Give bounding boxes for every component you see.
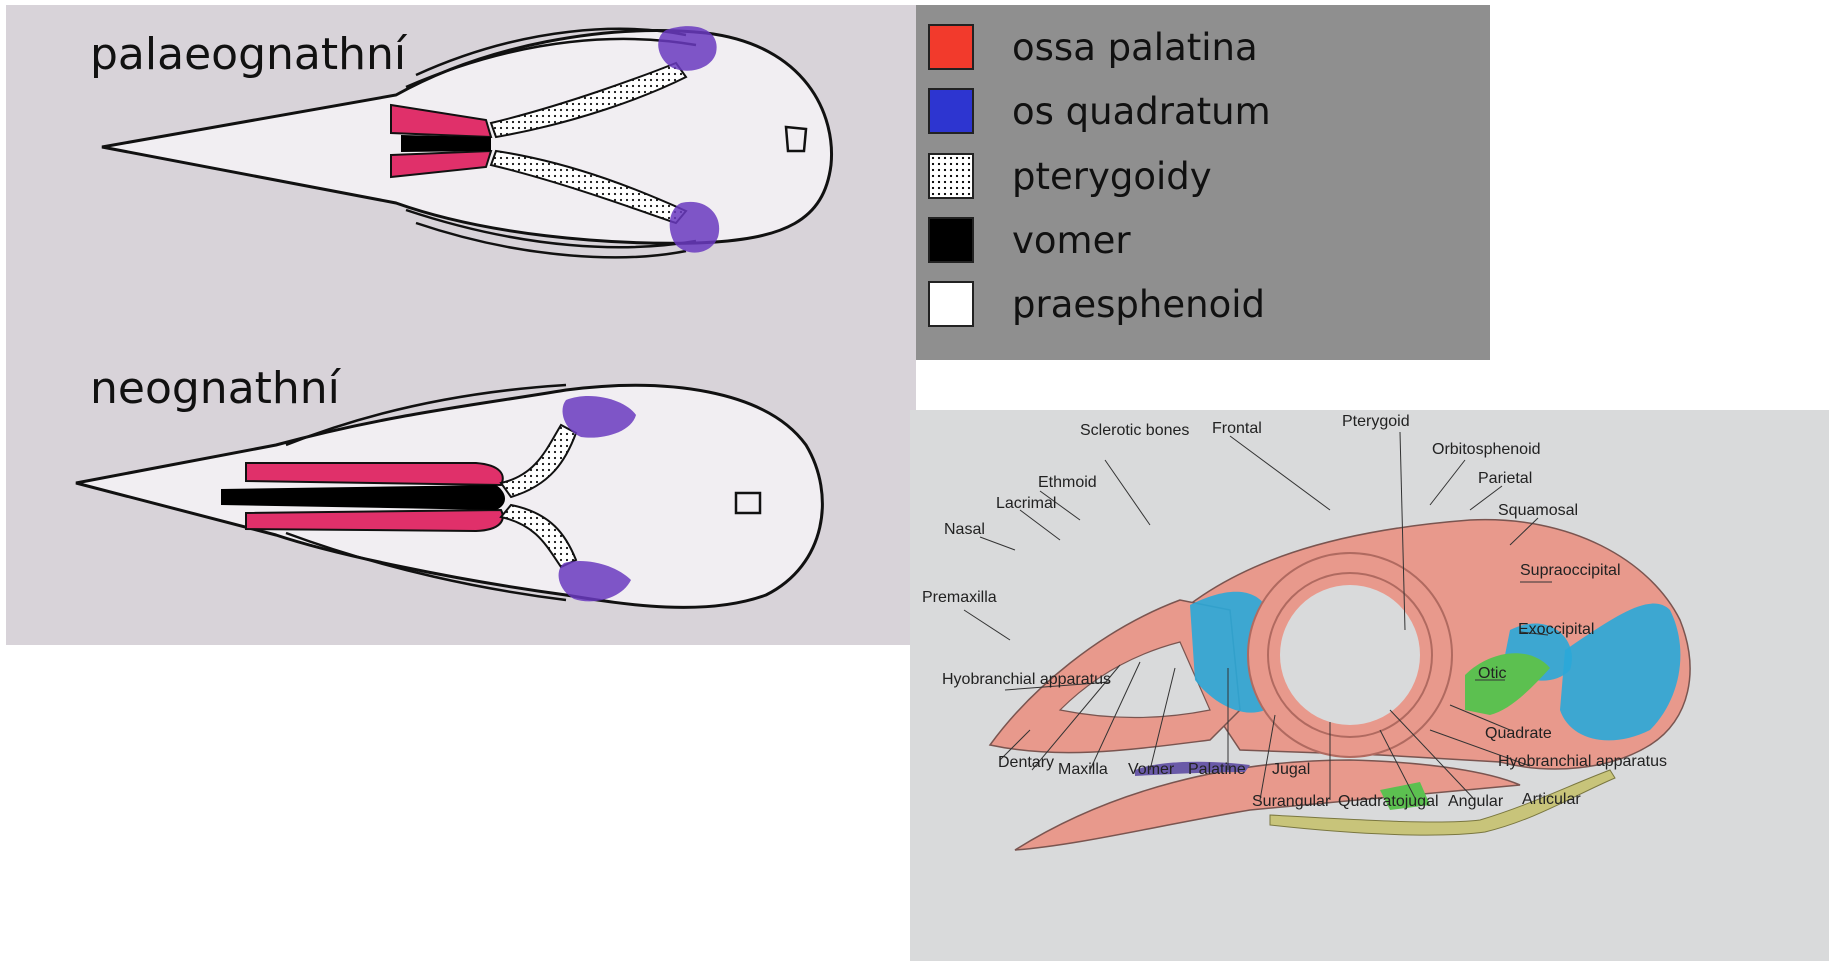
legend-swatch-white	[928, 281, 974, 327]
label-nasal: Nasal	[944, 521, 985, 538]
label-maxilla: Maxilla	[1058, 761, 1108, 778]
legend-item-os-quadratum: os quadratum	[928, 86, 1271, 136]
skull-comparison-panel: palaeognathní neognathní	[6, 5, 916, 645]
legend-label: ossa palatina	[1012, 26, 1258, 69]
label-squamosal: Squamosal	[1498, 502, 1578, 519]
label-hyobranchial-left: Hyobranchial apparatus	[942, 671, 1111, 688]
legend-swatch-blue	[928, 88, 974, 134]
lateral-skull-diagram: Sclerotic bones Frontal Pterygoid Orbito…	[910, 410, 1829, 961]
label-ethmoid: Ethmoid	[1038, 474, 1097, 491]
legend-item-praesphenoid: praesphenoid	[928, 279, 1265, 329]
label-frontal: Frontal	[1212, 420, 1262, 437]
lateral-skull-panel: Sclerotic bones Frontal Pterygoid Orbito…	[910, 410, 1829, 961]
legend-swatch-dotted	[928, 153, 974, 199]
label-otic: Otic	[1478, 665, 1506, 682]
label-parietal: Parietal	[1478, 470, 1532, 487]
label-exoccipital: Exoccipital	[1518, 621, 1594, 638]
legend-label: os quadratum	[1012, 90, 1271, 133]
legend-swatch-red	[928, 24, 974, 70]
legend-label: praesphenoid	[1012, 283, 1265, 326]
label-surangular: Surangular	[1252, 793, 1331, 810]
label-quadratojugal: Quadratojugal	[1338, 793, 1439, 810]
label-sclerotic-bones: Sclerotic bones	[1080, 422, 1189, 439]
legend-item-ossa-palatina: ossa palatina	[928, 22, 1258, 72]
label-articular: Articular	[1522, 791, 1581, 808]
label-premaxilla: Premaxilla	[922, 589, 997, 606]
label-hyobranchial-right: Hyobranchial apparatus	[1498, 753, 1667, 770]
neognathous-skull	[76, 385, 822, 607]
legend-label: vomer	[1012, 219, 1131, 262]
label-vomer: Vomer	[1128, 761, 1175, 778]
label-quadrate: Quadrate	[1485, 725, 1552, 742]
label-lacrimal: Lacrimal	[996, 495, 1056, 512]
label-palatine: Palatine	[1188, 761, 1246, 778]
label-dentary: Dentary	[998, 754, 1054, 771]
label-supraoccipital: Supraoccipital	[1520, 562, 1621, 579]
label-orbitosphenoid: Orbitosphenoid	[1432, 441, 1541, 458]
label-angular: Angular	[1448, 793, 1504, 810]
legend: ossa palatina os quadratum pterygoidy vo…	[916, 5, 1490, 360]
legend-swatch-black	[928, 217, 974, 263]
legend-item-pterygoidy: pterygoidy	[928, 151, 1212, 201]
label-pterygoid: Pterygoid	[1342, 413, 1410, 430]
legend-item-vomer: vomer	[928, 215, 1131, 265]
skull-drawings	[6, 5, 916, 645]
palaeognathous-skull	[102, 26, 832, 257]
label-jugal: Jugal	[1272, 761, 1310, 778]
legend-label: pterygoidy	[1012, 155, 1212, 198]
